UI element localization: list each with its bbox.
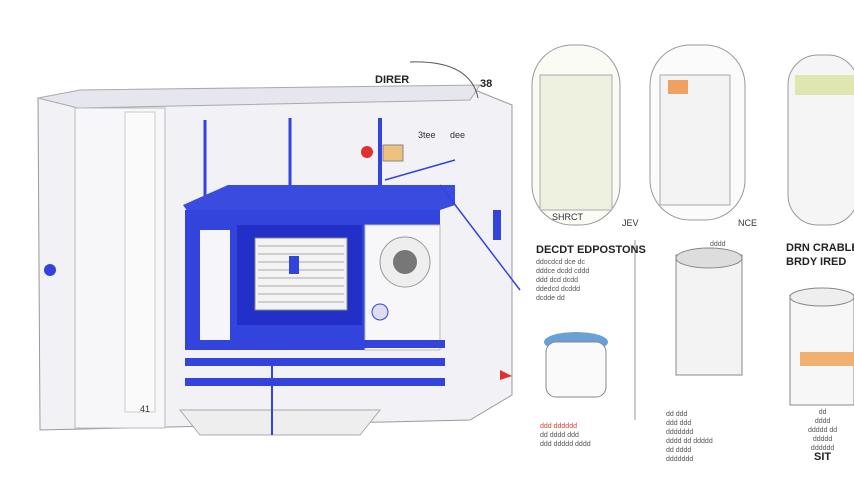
indicator-icon	[44, 264, 56, 276]
cylinder-unit	[675, 254, 743, 376]
panel-3	[787, 54, 854, 226]
jar	[545, 341, 607, 398]
panel-caption: NCE	[738, 218, 758, 228]
corner-label: 38	[480, 78, 493, 90]
container	[789, 294, 854, 406]
arrow-icon	[500, 370, 512, 380]
top-label: DIRER	[375, 74, 410, 86]
valve-icon	[361, 146, 373, 158]
panel-side: JEV	[622, 218, 639, 228]
base-label: 41	[140, 404, 151, 414]
section-title: DECDT EDPOSTONS	[536, 244, 646, 256]
dial-icon	[371, 303, 389, 321]
blue-unit-top	[183, 185, 455, 215]
right-title-2: BRDY IRED	[786, 256, 847, 268]
mid-label: dddd	[710, 241, 726, 248]
right-title: DRN CRABLE	[786, 242, 854, 254]
panel-caption: SHRCT	[552, 212, 583, 222]
cabinet-top	[37, 84, 481, 109]
gauge-icon	[382, 144, 404, 162]
panel-label: dee	[450, 130, 466, 140]
vent-grille	[254, 237, 348, 311]
panel-label: 3tee	[418, 130, 436, 140]
